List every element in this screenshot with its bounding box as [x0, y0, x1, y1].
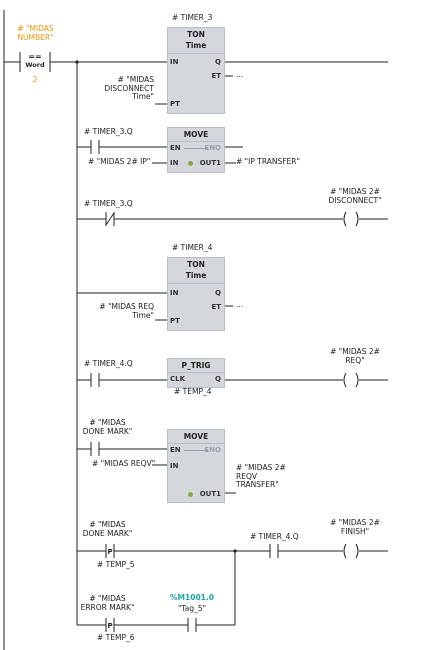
timer3-type: TON [187, 30, 205, 39]
timer4-instance[interactable]: # TIMER_4 [172, 243, 213, 252]
compare-operator: == [28, 52, 42, 61]
timer4-q-finish-label[interactable]: # TIMER_4.Q [250, 532, 299, 541]
timer4-q-contact-label[interactable]: # TIMER_4.Q [84, 359, 133, 368]
svg-text:P: P [108, 548, 113, 556]
move2-eno-pin: ENO [204, 446, 221, 454]
timer4-q-pin: Q [215, 289, 221, 297]
coil-req-label[interactable]: # "MIDAS 2# REQ" [330, 347, 380, 365]
ptrig-temp-label[interactable]: # TEMP_4 [174, 387, 212, 396]
timer3-pt-pin: PT [170, 100, 180, 108]
svg-text:P: P [108, 622, 113, 630]
temp6-label[interactable]: # TEMP_6 [97, 633, 135, 642]
move1-en-pin: EN [170, 144, 181, 152]
done-mark-p-label[interactable]: # "MIDAS DONE MARK" [82, 520, 133, 538]
move1-star-icon [188, 161, 193, 166]
timer3-q-nc-contact-label[interactable]: # TIMER_3.Q [84, 199, 133, 208]
move1-title: MOVE [183, 130, 209, 139]
done-mark-contact-label[interactable]: # "MIDAS DONE MARK" [82, 418, 133, 436]
timer3-et-pin: ET [211, 72, 221, 80]
move2-in-pin: IN [170, 462, 179, 470]
move2-title: MOVE [183, 432, 209, 441]
timer3-in-pin: IN [170, 58, 179, 66]
timer4-et-pin: ET [211, 303, 221, 311]
coil-finish-label[interactable]: # "MIDAS 2# FINISH" [330, 518, 380, 536]
ptrig-block[interactable]: P_TRIG CLK Q [167, 358, 225, 388]
timer3-ton-block[interactable]: TON Time IN Q ET PT [167, 27, 225, 114]
move1-out-tag[interactable]: # "IP TRANSFER" [236, 157, 300, 166]
m1001-tag[interactable]: "Tag_5" [177, 604, 207, 613]
move2-en-pin: EN [170, 446, 181, 454]
move2-in-tag[interactable]: # "MIDAS REQV" [92, 459, 156, 468]
timer3-subtype: Time [185, 41, 207, 50]
timer3-instance[interactable]: # TIMER_3 [172, 13, 213, 22]
timer4-in-pin: IN [170, 289, 179, 297]
midas-number-tag[interactable]: # "MIDAS NUMBER" [17, 24, 54, 42]
move1-block[interactable]: MOVE EN ENO IN OUT1 [167, 127, 225, 173]
coil-disconnect-label[interactable]: # "MIDAS 2# DISCONNECT" [328, 187, 382, 205]
temp5-label[interactable]: # TEMP_5 [97, 560, 135, 569]
move2-star-icon [188, 492, 193, 497]
ptrig-title: P_TRIG [181, 361, 211, 370]
compare-instruction[interactable]: == Word [21, 52, 49, 71]
move2-out1-pin: OUT1 [199, 490, 221, 498]
timer4-subtype: Time [185, 271, 207, 280]
timer3-q-contact-label[interactable]: # TIMER_3.Q [84, 127, 133, 136]
error-mark-p-label[interactable]: # "MIDAS ERROR MARK" [80, 594, 135, 612]
move2-out-tag[interactable]: # "MIDAS 2# REQV TRANSFER" [236, 463, 286, 490]
timer3-et-value[interactable]: ... [236, 70, 244, 79]
move1-eno-pin: ENO [204, 144, 221, 152]
move2-block[interactable]: MOVE EN ENO IN OUT1 [167, 429, 225, 503]
timer3-pt-tag[interactable]: # "MIDAS DISCONNECT Time" [104, 75, 154, 102]
timer3-q-pin: Q [215, 58, 221, 66]
timer4-pt-pin: PT [170, 317, 180, 325]
compare-value[interactable]: 2 [32, 75, 38, 84]
move1-in-pin: IN [170, 159, 179, 167]
move1-out1-pin: OUT1 [199, 159, 221, 167]
timer4-type: TON [187, 260, 205, 269]
m1001-address[interactable]: %M1001.0 [170, 593, 214, 602]
move1-in-tag[interactable]: # "MIDAS 2# IP" [88, 157, 151, 166]
compare-type: Word [25, 61, 45, 69]
ptrig-q-pin: Q [215, 375, 221, 383]
timer4-ton-block[interactable]: TON Time IN Q ET PT [167, 257, 225, 331]
timer4-et-value[interactable]: ... [236, 300, 244, 309]
timer4-pt-tag[interactable]: # "MIDAS REQ Time" [99, 302, 154, 320]
ptrig-clk-pin: CLK [170, 375, 186, 383]
